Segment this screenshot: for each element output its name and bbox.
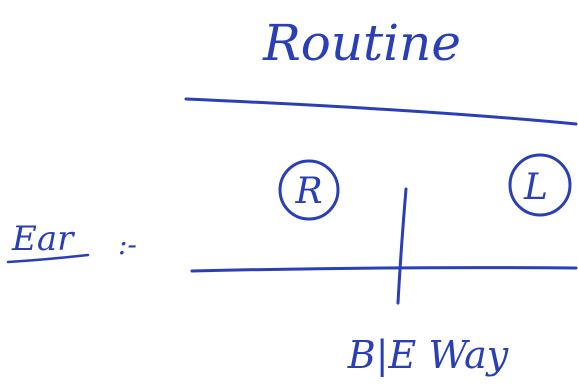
note-title: Routine xyxy=(262,14,461,72)
right-circle-icon xyxy=(278,159,340,221)
caption: B|E Way xyxy=(347,333,509,377)
label-separator: :- xyxy=(118,228,137,261)
ear-label: Ear xyxy=(11,219,75,259)
left-circle-icon xyxy=(508,153,572,217)
right-marker: R xyxy=(294,171,322,212)
ear-underline xyxy=(6,253,90,264)
left-marker: L xyxy=(523,167,548,208)
upper-line xyxy=(184,97,578,126)
vertical-divider xyxy=(396,187,408,305)
lower-line xyxy=(190,266,578,273)
